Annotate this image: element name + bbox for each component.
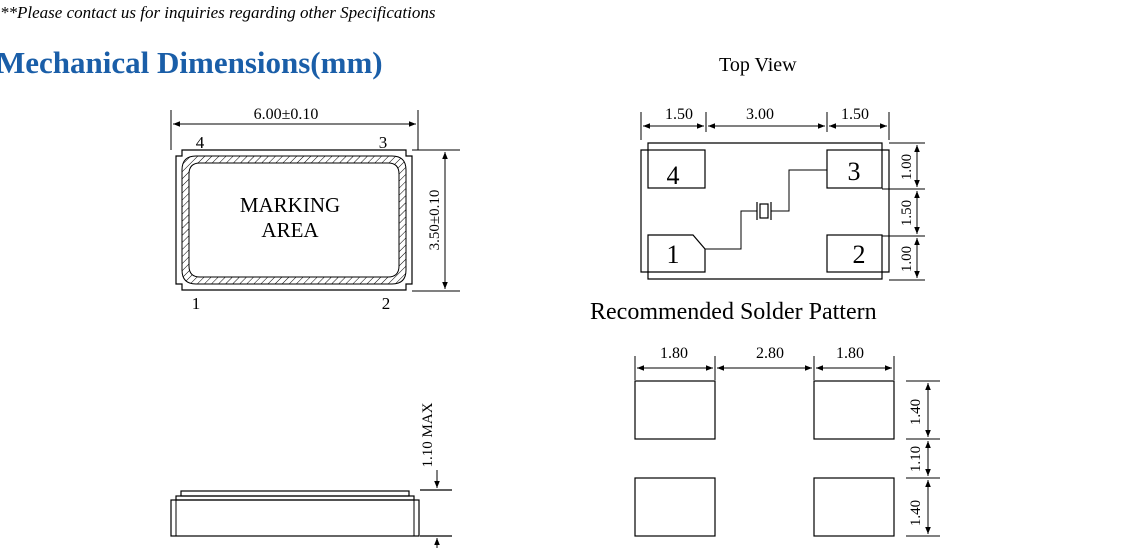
sp-dim-label-1: 1.80 [660,345,688,362]
solder-pattern-title: Recommended Solder Pattern [590,299,877,325]
width-dim-label: 6.00±0.10 [254,106,319,123]
tv-wire-right [771,169,827,212]
tv-pad-label-3: 3 [848,157,861,186]
tv-pad-4 [647,149,706,189]
solder-pad-bottom-left [634,477,716,537]
marking-area-line1: MARKING [240,193,340,217]
solder-pad-bottom-right [813,477,895,537]
side-lid-flange [175,495,415,501]
tv-pad-label-4: 4 [667,161,680,190]
tv-pad-label-2: 2 [853,240,866,269]
side-lid [180,490,410,497]
side-height-label: 1.10 MAX [420,402,436,467]
top-view: 1.50 3.00 1.50 4 3 1 2 1.00 1.50 1.00 [640,106,925,281]
outline-pin-3: 3 [379,133,388,152]
marking-area-line2: AREA [261,218,319,242]
package-body-outline [175,149,413,291]
sp-dim-label-2: 2.80 [756,345,784,362]
tv-wire-left [705,210,757,250]
outline-pin-4: 4 [196,133,205,152]
side-view: 1.10 MAX [170,402,452,548]
solder-pad-top-left [634,380,716,440]
tv-dim-label-2: 3.00 [746,106,774,123]
tv-rdim-label-3: 1.00 [899,246,915,272]
sp-rdim-label-1: 1.40 [908,399,924,425]
sp-rdim-label-3: 1.40 [908,500,924,526]
crystal-icon [759,203,769,219]
side-base [170,499,420,537]
solder-pad-top-right [813,380,895,440]
specification-note: **Please contact us for inquiries regard… [0,3,436,22]
mechanical-dimensions-heading: Mechanical Dimensions(mm) [0,45,383,80]
sp-dim-label-3: 1.80 [836,345,864,362]
height-dim-label: 3.50±0.10 [427,190,443,251]
outline-pin-1: 1 [192,294,201,313]
tv-pad-2 [826,234,883,273]
tv-pad-1 [647,234,706,273]
outline-pin-2: 2 [382,294,391,313]
sp-rdim-label-2: 1.10 [908,446,924,472]
tv-rdim-label-1: 1.00 [899,154,915,180]
tv-dim-label-3: 1.50 [841,106,869,123]
solder-pattern: 1.80 2.80 1.80 1.40 1.10 1.40 [634,345,940,537]
package-outline-view: 6.00±0.10 3.50±0.10 MARKING AREA 4 3 1 2 [170,106,460,313]
tv-pad-label-1: 1 [667,240,680,269]
tv-dim-label-1: 1.50 [665,106,693,123]
tv-rdim-label-2: 1.50 [899,200,915,226]
top-view-title: Top View [719,54,797,76]
tv-pad-3 [826,149,883,189]
seal-ring [181,155,407,285]
